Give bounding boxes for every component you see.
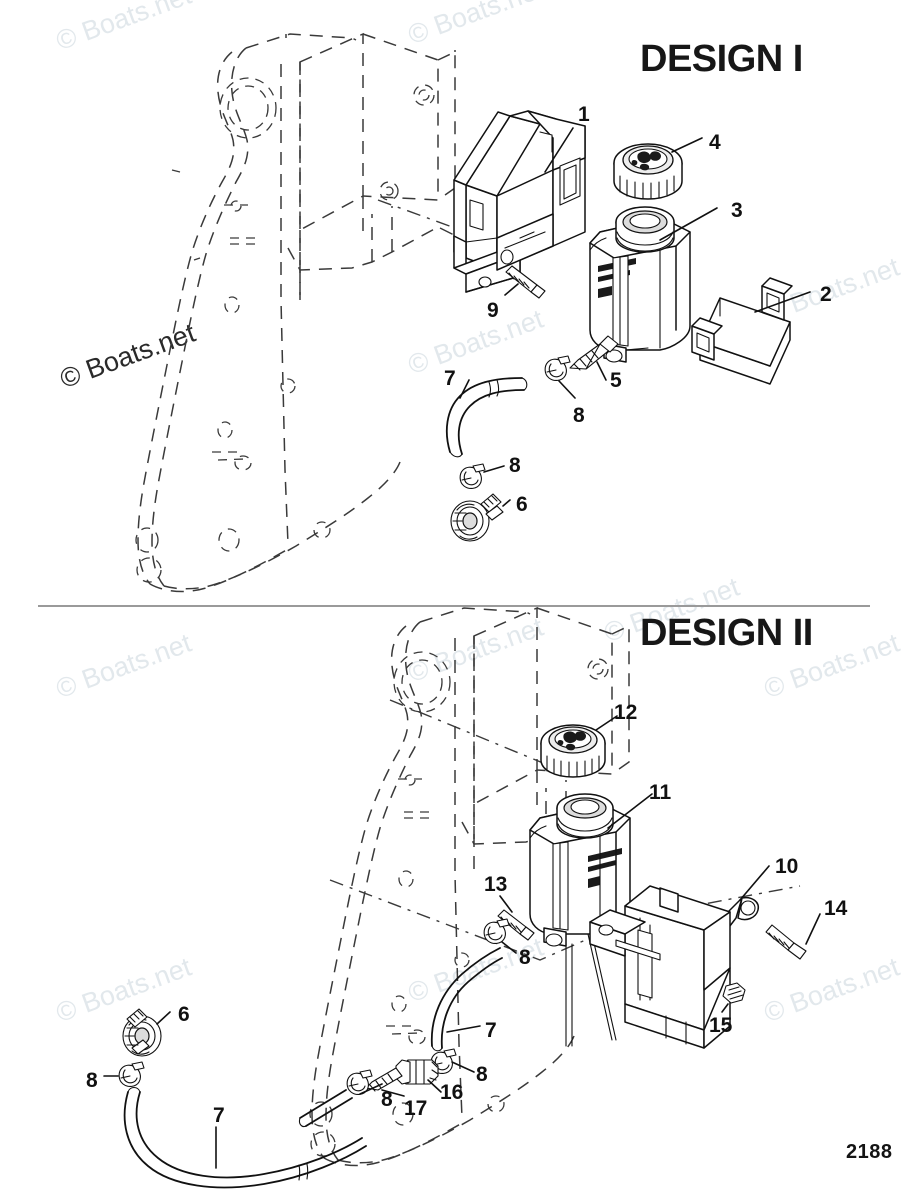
callout-16-connector: 16 [440,1081,464,1104]
leader-10 [739,865,770,901]
leader-6b [156,1011,171,1025]
part-2-retaining-strap [691,277,793,385]
part-8-hose-clamp-d [118,1061,145,1087]
callout-8-hose-clamp: 8 [509,454,521,477]
design-2-title: DESIGN II [640,612,813,654]
leader-8e [451,1061,475,1073]
leader-1 [544,127,574,173]
part-6-elbow-fitting [450,493,504,542]
hose-stub-left [298,1089,353,1128]
leader-7b [446,1025,481,1033]
leader-16 [427,1079,442,1093]
design-1-title: DESIGN I [640,38,803,80]
callout-8-hose-clamp: 8 [381,1088,393,1111]
transom-bracket-phantom-design2 [309,606,630,1167]
callout-17-barbed-fitting: 17 [404,1097,428,1120]
callout-9-screw: 9 [487,299,499,322]
leader-4 [671,137,703,153]
leader-7a [459,379,470,399]
part-7-hose [445,377,528,458]
callout-7-hose: 7 [485,1019,497,1042]
callout-8-hose-clamp: 8 [573,404,585,427]
callout-1-mounting-bracket: 1 [578,103,590,126]
leader-6a [502,499,511,507]
callout-8-hose-clamp: 8 [86,1069,98,1092]
figure-number: 2188 [846,1141,893,1163]
leader-13 [499,895,513,913]
leader-9 [504,283,519,296]
part-15-nut [722,982,746,1004]
callout-7-hose: 7 [213,1104,225,1127]
callout-6-elbow-fitting: 6 [516,493,528,516]
callout-2-retaining-strap: 2 [820,283,832,306]
part-8-hose-clamp-a [544,355,571,381]
callout-10-mounting-bracket: 10 [775,855,799,878]
part-11-fluid-reservoir [529,793,631,1047]
callout-5-hose-nipple: 5 [610,369,622,392]
part-6-elbow-fitting-2 [122,1008,162,1057]
leader-12 [595,715,618,731]
part-7-hose-long [123,1086,367,1189]
leader-8c [501,941,517,954]
part-1-mounting-bracket [453,110,586,293]
callout-4-reservoir-cap: 4 [709,131,721,154]
part-10-mounting-bracket [589,885,760,1049]
callout-15-nut: 15 [709,1014,733,1037]
leader-5 [596,361,607,381]
part-7-hose-mid [430,947,503,1052]
leader-8a [558,380,576,399]
leader-3 [659,207,718,241]
callout-11-fluid-reservoir: 11 [649,781,672,804]
callout-8-hose-clamp: 8 [476,1063,488,1086]
part-8-hose-clamp-b [459,463,486,489]
callout-7-hose: 7 [444,367,456,390]
callout-14-bolt: 14 [824,897,848,920]
leader-2 [754,291,811,313]
part-13-screw [497,909,535,941]
callout-13-screw: 13 [484,873,508,896]
callout-8-hose-clamp: 8 [519,946,531,969]
section-divider [38,605,870,607]
part-14-bolt [765,924,807,960]
callout-3-fluid-reservoir: 3 [731,199,743,222]
transom-bracket-phantom-design1 [135,32,456,593]
part-8-hose-clamp-c [483,918,510,944]
part-12-reservoir-cap [540,724,606,778]
part-9-screw [505,265,546,299]
leader-14 [805,913,821,945]
leader-8b [483,465,505,473]
part-5-hose-nipple [569,335,619,371]
part-4-reservoir-cap [613,143,683,200]
part-3-fluid-reservoir [589,206,691,363]
leader-15 [721,1003,729,1013]
callout-6-elbow-fitting: 6 [178,1003,190,1026]
part-8-hose-clamp-f [346,1069,373,1095]
leader-17 [381,1089,405,1097]
callout-12-reservoir-cap: 12 [614,701,638,724]
leader-11 [607,793,653,829]
leader-8f [359,1083,383,1095]
